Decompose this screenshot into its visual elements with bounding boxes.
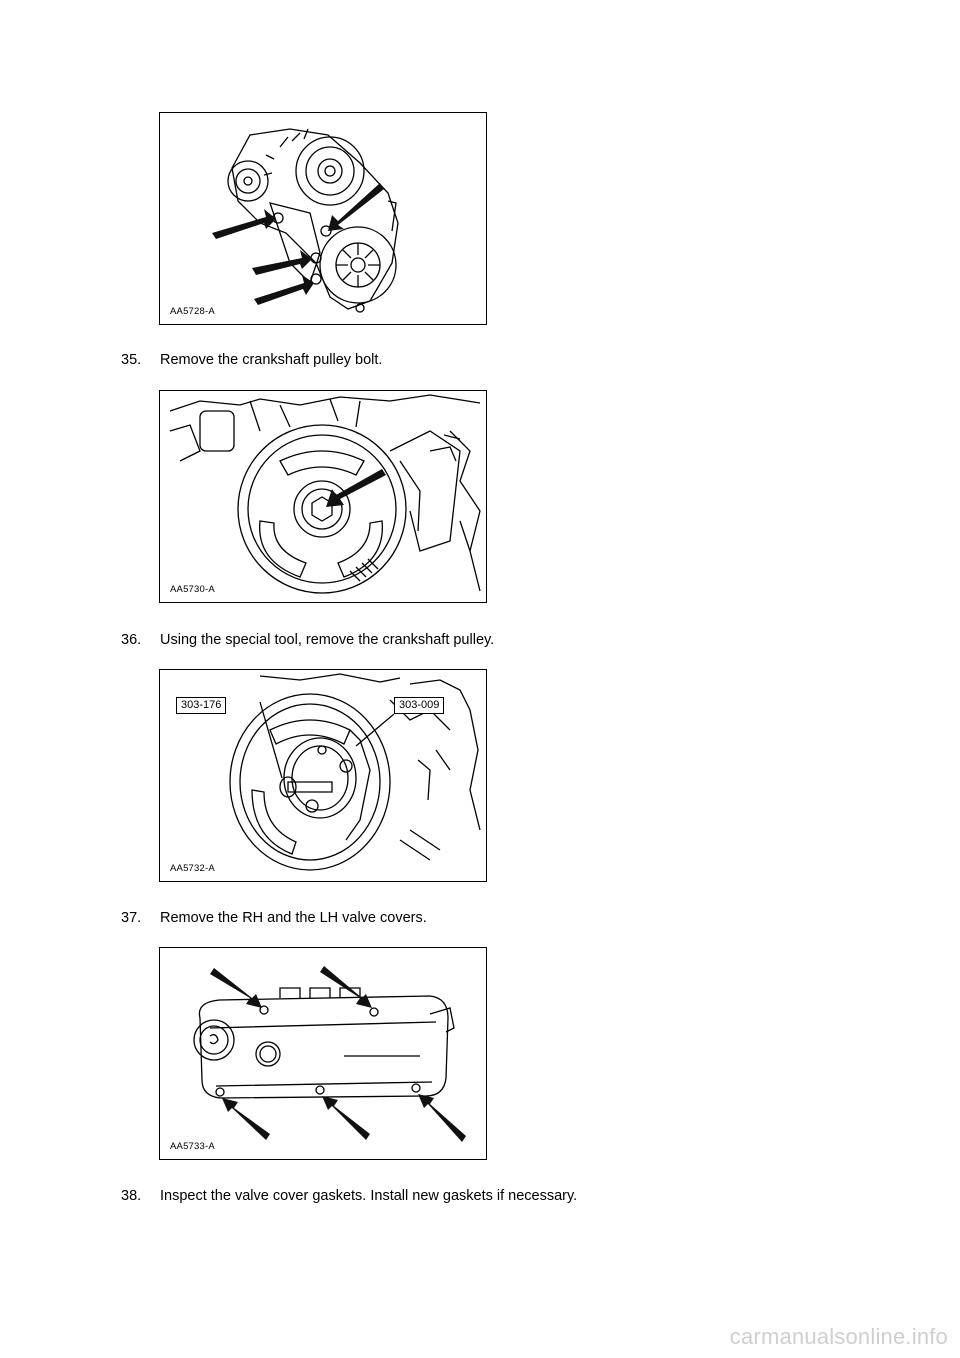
- figure-alternator-bracket: AA5728-A: [159, 112, 487, 325]
- figure-code: AA5733-A: [170, 1141, 215, 1152]
- figure-special-tool-pulley: 303-176 303-009 AA5732-A: [159, 669, 487, 882]
- valve-cover-illustration: [193, 966, 466, 1142]
- step-38: 38. Inspect the valve cover gaskets. Inst…: [121, 1187, 577, 1205]
- step-text: Remove the RH and the LH valve covers.: [160, 910, 427, 926]
- special-tool-illustration: [229, 673, 481, 871]
- crankshaft-pulley-illustration: [169, 394, 481, 594]
- figure-crankshaft-pulley-bolt: AA5730-A: [159, 390, 487, 603]
- step-number: 38.: [121, 1188, 142, 1204]
- callout-303-176: 303-176: [176, 697, 227, 714]
- step-text: Using the special tool, remove the crank…: [160, 632, 495, 648]
- step-number: 35.: [121, 352, 142, 368]
- step-35: 35. Remove the crankshaft pulley bolt.: [121, 351, 382, 369]
- step-number: 36.: [121, 632, 142, 648]
- figure-code: AA5728-A: [170, 306, 215, 317]
- figure-code: AA5730-A: [170, 584, 215, 595]
- alternator-illustration: [212, 128, 399, 313]
- figure-valve-cover: AA5733-A: [159, 947, 487, 1160]
- step-text: Remove the crankshaft pulley bolt.: [160, 352, 383, 368]
- step-37: 37. Remove the RH and the LH valve covers…: [121, 909, 427, 927]
- callout-303-009: 303-009: [394, 697, 445, 714]
- step-text: Inspect the valve cover gaskets. Install…: [160, 1188, 578, 1204]
- watermark-link[interactable]: carmanualsonline.info: [729, 1324, 948, 1349]
- figure-code: AA5732-A: [170, 863, 215, 874]
- step-36: 36. Using the special tool, remove the cr…: [121, 631, 494, 649]
- step-number: 37.: [121, 910, 142, 926]
